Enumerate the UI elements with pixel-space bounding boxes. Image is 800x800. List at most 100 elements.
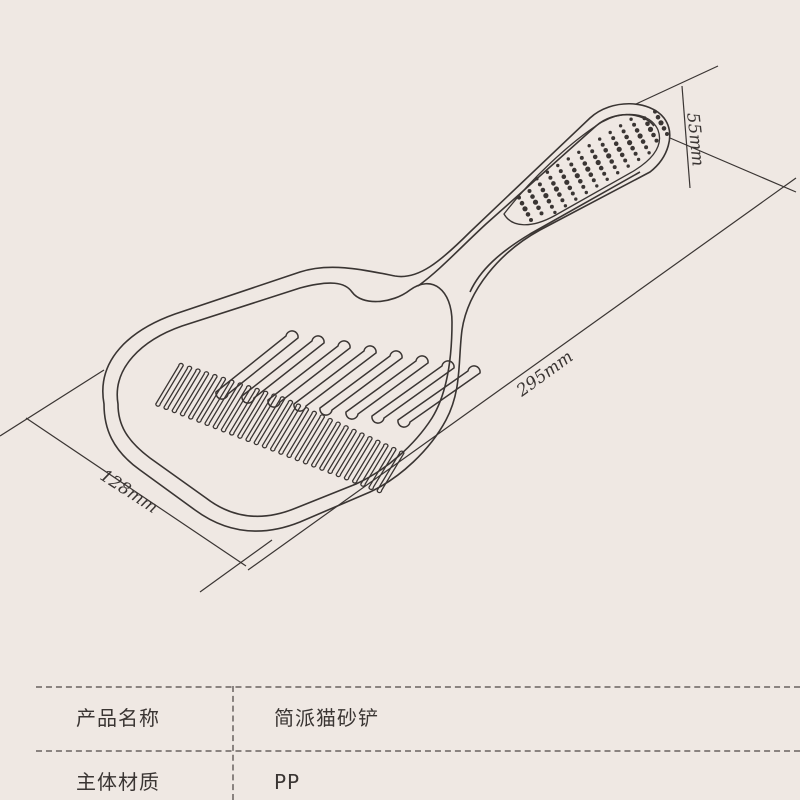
scoop-outline <box>102 102 671 532</box>
long-slot <box>241 335 325 404</box>
grip-dot <box>624 134 629 140</box>
scoop-illustration: 295mm 128mm 55mm <box>0 65 797 593</box>
grip-dot <box>539 211 544 216</box>
grip-dot <box>566 157 570 161</box>
spec-table: 产品名称 简派猫砂铲 主体材质 PP <box>36 686 800 800</box>
spec-value-material: PP <box>274 770 301 794</box>
grip-dot <box>532 199 539 205</box>
grip-dot <box>612 165 617 170</box>
fine-slot <box>327 428 357 475</box>
grip-dot <box>605 177 609 181</box>
grip-dot <box>549 204 554 209</box>
scoop-long-slots <box>215 330 481 428</box>
fine-slot <box>302 417 333 465</box>
spec-value-product-name: 简派猫砂铲 <box>274 706 379 730</box>
grip-dot <box>529 218 533 222</box>
fine-slot <box>196 376 227 423</box>
grip-dot <box>606 153 612 159</box>
width-dimension-line <box>25 417 247 567</box>
grip-dot <box>540 187 546 193</box>
grip-dot <box>581 184 586 189</box>
grip-dot <box>634 128 640 133</box>
grip-dot <box>519 200 525 206</box>
grip-dot <box>582 161 588 166</box>
scoop-fine-slots <box>155 362 405 494</box>
length-extension-far <box>669 137 797 193</box>
fine-slot <box>286 410 318 459</box>
grip-dot <box>621 129 626 134</box>
grip-dot <box>600 142 605 147</box>
scoop-inner-rim <box>116 282 453 518</box>
grip-dot <box>574 197 578 201</box>
grip-dot <box>611 136 616 141</box>
grip-dots <box>517 109 669 222</box>
grip-dot <box>640 139 646 144</box>
grip-dot <box>572 167 577 173</box>
grip-dot <box>522 206 528 212</box>
grip-dot <box>563 204 568 208</box>
handle-extension-top <box>635 65 719 105</box>
grip-dot <box>578 179 583 184</box>
fine-slot <box>179 371 210 417</box>
long-slot <box>371 360 455 424</box>
fine-slot <box>155 362 184 407</box>
fine-slot <box>261 399 294 449</box>
grip-dot <box>661 126 667 131</box>
grip-dot <box>588 172 594 177</box>
fine-slot <box>204 379 235 427</box>
grip-dot <box>658 120 664 126</box>
grip-dot <box>616 171 620 175</box>
grip-dot <box>595 184 599 188</box>
grip-dot <box>642 116 647 121</box>
grip-dot <box>535 177 539 181</box>
grip-dot <box>665 132 669 136</box>
grip-dot <box>603 148 608 153</box>
scoop-body <box>102 102 671 532</box>
fine-slot <box>343 435 373 481</box>
fine-slot <box>269 403 302 452</box>
grip-dot <box>574 173 580 179</box>
grip-dot <box>553 186 560 192</box>
fine-slot <box>278 407 310 455</box>
grip-dot <box>653 109 657 114</box>
grip-dot <box>591 178 596 183</box>
fine-slot <box>245 393 277 443</box>
grip-dot <box>543 193 549 199</box>
handle-inner-edge <box>417 114 655 287</box>
grip-dot <box>556 163 560 168</box>
fine-slot <box>220 385 252 433</box>
spec-label-product-name: 产品名称 <box>76 706 160 730</box>
grip-dot <box>647 151 651 155</box>
grip-dot <box>558 169 563 174</box>
grip-dot <box>577 150 581 154</box>
long-slot <box>397 365 481 428</box>
width-extension-left <box>0 369 105 437</box>
grip-dot <box>627 140 633 146</box>
grip-dot <box>654 138 659 143</box>
grip-dot <box>585 166 591 172</box>
grip-dot <box>551 181 556 186</box>
fine-slot <box>237 390 269 439</box>
dimension-lines <box>0 65 797 593</box>
grip-dot <box>629 117 633 121</box>
fine-slot <box>294 414 326 462</box>
grip-dot <box>644 145 649 150</box>
grip-dot <box>537 182 542 187</box>
grip-dot <box>530 194 535 199</box>
table-divider-vertical <box>232 686 234 800</box>
grip-dot <box>636 157 641 162</box>
grip-dot <box>616 146 622 152</box>
length-dimension-line <box>247 177 797 571</box>
table-divider-middle <box>36 750 800 752</box>
grip-dot <box>567 185 573 191</box>
fine-slot <box>360 443 389 487</box>
grip-dot <box>602 171 607 176</box>
grip-dot <box>598 137 602 141</box>
grip-dot <box>623 158 628 163</box>
grip-dot <box>633 151 638 156</box>
grip-dot <box>548 175 553 180</box>
grip-dot <box>647 126 654 132</box>
table-divider-top <box>36 686 800 688</box>
grip-dot <box>517 195 521 200</box>
spec-label-material: 主体材质 <box>76 770 160 794</box>
